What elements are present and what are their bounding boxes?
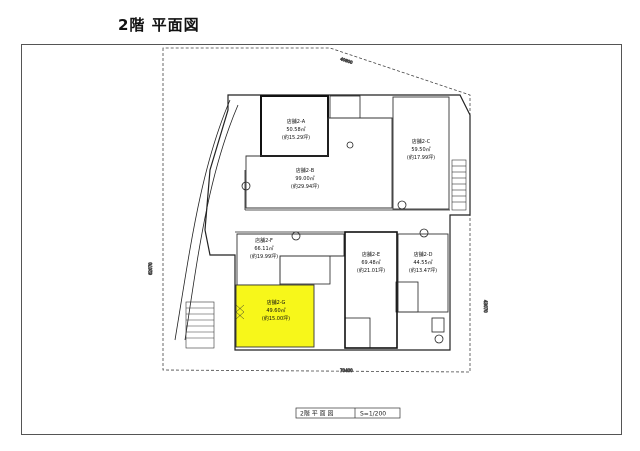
unit-name: 店舗2-B: [296, 167, 315, 174]
svg-text:70400: 70400: [340, 368, 353, 373]
unit-tsubo: (約29.94坪): [291, 183, 319, 190]
unit-name: 店舗2-G: [267, 299, 286, 306]
site-boundary: 40800 62070 70400 43070: [148, 47, 488, 373]
unit-tsubo: (約19.99坪): [250, 253, 278, 260]
unit-tsubo: (約13.47坪): [409, 267, 437, 274]
unit-area: 59.50㎡: [411, 146, 430, 153]
unit-2-f[interactable]: 店舗2-F 66.11㎡ (約19.99坪): [236, 233, 345, 286]
unit-name: 店舗2-A: [287, 118, 306, 125]
unit-name: 店舗2-E: [362, 251, 380, 258]
unit-2-g-highlighted[interactable]: 店舗2-G 49.60㎡ (約15.00坪): [235, 284, 315, 348]
unit-2-d[interactable]: 店舗2-D 44.55㎡ (約13.47坪): [397, 233, 449, 313]
unit-area: 50.58㎡: [286, 126, 305, 133]
drawing-sheet-border: [21, 44, 622, 435]
unit-name: 店舗2-F: [255, 237, 273, 244]
svg-text:43070: 43070: [483, 300, 488, 313]
unit-tsubo: (約21.01坪): [357, 267, 385, 274]
building-outline: [174, 94, 471, 351]
unit-tsubo: (約15.29坪): [282, 134, 310, 141]
unit-area: 99.00㎡: [295, 175, 314, 182]
stairs-left: [185, 301, 215, 349]
unit-2-b[interactable]: 店舗2-B 99.00㎡ (約29.94坪): [245, 117, 393, 209]
title-block-drawing: 2階 平 面 図: [300, 410, 334, 418]
page-title: 2階 平面図: [118, 16, 200, 34]
unit-area: 69.48㎡: [361, 259, 380, 266]
unit-2-e[interactable]: 店舗2-E 69.48㎡ (約21.01坪): [344, 231, 398, 349]
unit-name: 店舗2-C: [412, 138, 431, 145]
unit-tsubo: (約17.99坪): [407, 154, 435, 161]
stairs-right: [451, 159, 467, 211]
svg-text:40800: 40800: [340, 56, 354, 65]
title-block: 2階 平 面 図 S=1/200: [295, 407, 401, 419]
svg-text:62070: 62070: [148, 262, 153, 275]
unit-area: 49.60㎡: [266, 307, 285, 314]
unit-area: 44.55㎡: [413, 259, 432, 266]
unit-2-a[interactable]: 店舗2-A 50.58㎡ (約15.29坪): [260, 95, 329, 157]
unit-name: 店舗2-D: [414, 251, 433, 258]
unit-area: 66.11㎡: [254, 245, 273, 252]
title-block-scale: S=1/200: [360, 411, 386, 418]
unit-2-c[interactable]: 店舗2-C 59.50㎡ (約17.99坪): [392, 96, 450, 210]
unit-tsubo: (約15.00坪): [262, 315, 290, 322]
